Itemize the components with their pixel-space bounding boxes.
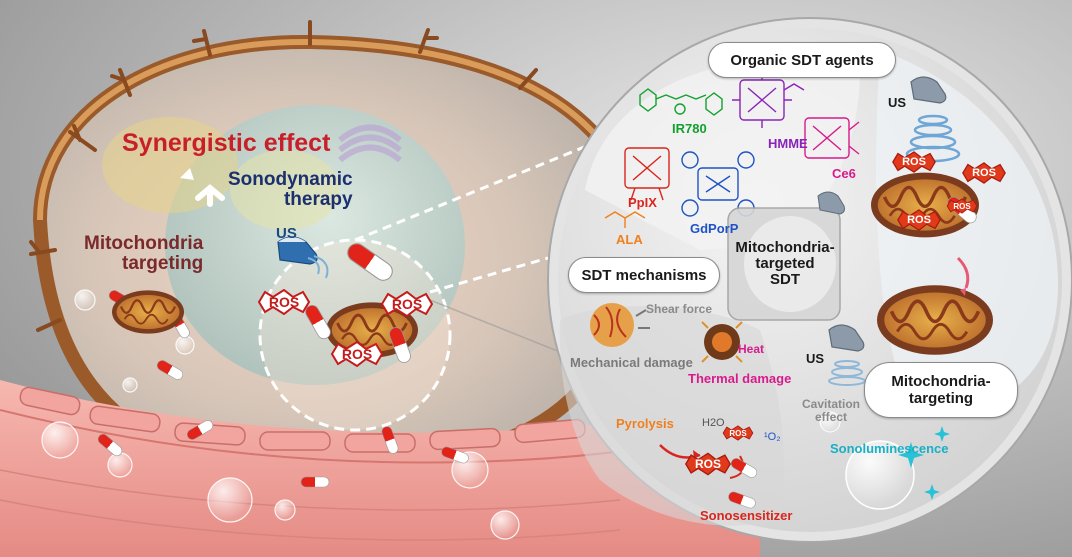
burst-shape [330, 341, 384, 367]
ros-burst-mechanisms: ROS [684, 451, 732, 477]
ros-text: ROS [268, 294, 300, 310]
burst-shape [962, 162, 1006, 184]
agent-hmme: HMME [768, 136, 808, 151]
agent-ala: ALA [616, 232, 643, 247]
ros-text: ROS [972, 167, 996, 179]
burst-shape [380, 291, 434, 317]
us-label-targeting: US [888, 95, 907, 110]
burst-shape [897, 209, 941, 231]
burst-shape [257, 289, 311, 315]
ros-burst-t3: ROS [895, 209, 943, 231]
agent-ppix: PpIX [628, 195, 657, 210]
ros-burst-t1: ROS [890, 151, 938, 173]
ros-burst-3: ROS [330, 341, 384, 367]
sonodynamic-therapy-label: Sonodynamic therapy [228, 169, 353, 210]
us-label-cell: US [276, 225, 297, 242]
cavitation-effect-label: Cavitation effect [801, 397, 860, 424]
agent-ir780: IR780 [672, 121, 707, 136]
ros-burst-t2: ROS [960, 162, 1008, 184]
ros-text: ROS [729, 428, 747, 438]
burst-shape [722, 425, 754, 441]
ros-burst-mechanisms-small: ROS [722, 424, 754, 442]
burst-shape [946, 198, 978, 214]
synergistic-effect-label: Synergistic effect [122, 129, 331, 157]
ros-burst-2: ROS [380, 291, 434, 317]
organic-sdt-agents-title: Organic SDT agents [708, 42, 896, 78]
ros-text: ROS [694, 457, 721, 471]
mitochondria-targeting-label: Mitochondria targeting [84, 233, 204, 274]
heat-label: Heat [738, 342, 765, 356]
sonosensitizer-label: Sonosensitizer [700, 508, 793, 523]
agent-ce6: Ce6 [832, 166, 856, 181]
center-label: Mitochondria- targeted SDT [735, 239, 835, 288]
ros-text: ROS [902, 156, 926, 168]
thermal-damage-label: Thermal damage [688, 371, 792, 386]
ros-text: ROS [907, 214, 931, 226]
ros-text: ROS [391, 296, 423, 312]
agent-gdporp: GdPorP [690, 221, 739, 236]
us-label-mechanisms: US [806, 351, 825, 366]
ros-burst-1: ROS [257, 289, 311, 315]
sonoluminescence-label: Sonoluminescence [830, 441, 949, 456]
shear-force-label: Shear force [646, 302, 713, 316]
burst-shape [892, 151, 936, 173]
sdt-mechanisms-title: SDT mechanisms [568, 257, 720, 293]
burst-shape [685, 452, 731, 476]
pyrolysis-label: Pyrolysis [616, 416, 674, 431]
mitochondria-targeting-title: Mitochondria- targeting [864, 362, 1018, 418]
singlet-oxygen-label: ¹O₂ [764, 431, 781, 443]
ros-burst-t4: ROS [946, 197, 978, 215]
ros-text: ROS [953, 201, 971, 211]
ros-text: ROS [341, 346, 373, 362]
h2o-label: H2O [702, 417, 725, 429]
mechanical-damage-label: Mechanical damage [570, 355, 693, 370]
